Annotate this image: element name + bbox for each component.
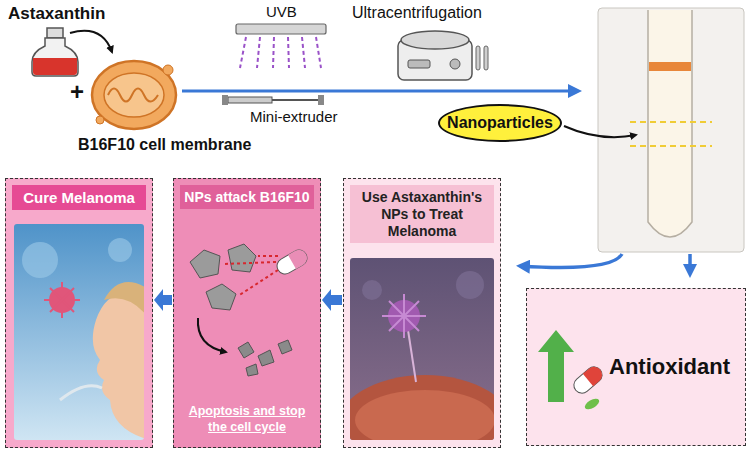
text-label: Astaxanthin (8, 4, 105, 24)
text-label: UVB (266, 3, 297, 20)
node-heading: Antioxidant (609, 354, 730, 380)
block-arrow (322, 289, 342, 311)
result-panel: Cure Melanoma (5, 178, 153, 448)
treatment-panel: Use Astaxanthin's NPs to Treat Melanoma (343, 178, 501, 448)
test-tube-photo (598, 8, 744, 252)
treatment-illustration (350, 258, 494, 440)
uvb-lamp (236, 24, 326, 68)
antioxidant-icon (538, 330, 605, 411)
attack-illustration (190, 244, 310, 376)
antioxidant-panel: Antioxidant (526, 288, 746, 446)
nanoparticle-ellipse: Nanoparticles (438, 104, 562, 142)
text-label: Ultracentrifugation (352, 4, 482, 22)
astaxanthin-bottle (32, 28, 78, 76)
face-illustration (14, 224, 144, 440)
text-label: B16F10 cell membrane (78, 136, 251, 154)
curved-arrow (70, 31, 112, 52)
centrifuge-icon (398, 31, 488, 80)
process-arrow (182, 90, 578, 93)
arrow-head (322, 289, 331, 311)
cell-membrane-icon (92, 61, 176, 129)
node-heading: Nanoparticles (447, 114, 553, 132)
arrow-head (154, 289, 163, 311)
text-label: + (70, 78, 84, 106)
pointer-arrow (564, 126, 636, 137)
node-heading: NPs attack B16F10 (180, 185, 314, 209)
text-label: Mini-extruder (250, 108, 338, 125)
flow-arrow (688, 254, 692, 274)
mini-extruder-icon (222, 95, 324, 105)
node-body: Apoptosis and stop the cell cycle (174, 403, 320, 436)
node-heading: Cure Melanoma (12, 185, 146, 210)
mechanism-panel: NPs attack B16F10Apoptosis and stop the … (173, 178, 321, 448)
arrow-shaft (163, 295, 172, 305)
block-arrow (154, 289, 172, 311)
node-heading: Use Astaxanthin's NPs to Treat Melanoma (350, 185, 494, 243)
arrow-shaft (331, 295, 342, 305)
flow-arrow (520, 254, 622, 268)
